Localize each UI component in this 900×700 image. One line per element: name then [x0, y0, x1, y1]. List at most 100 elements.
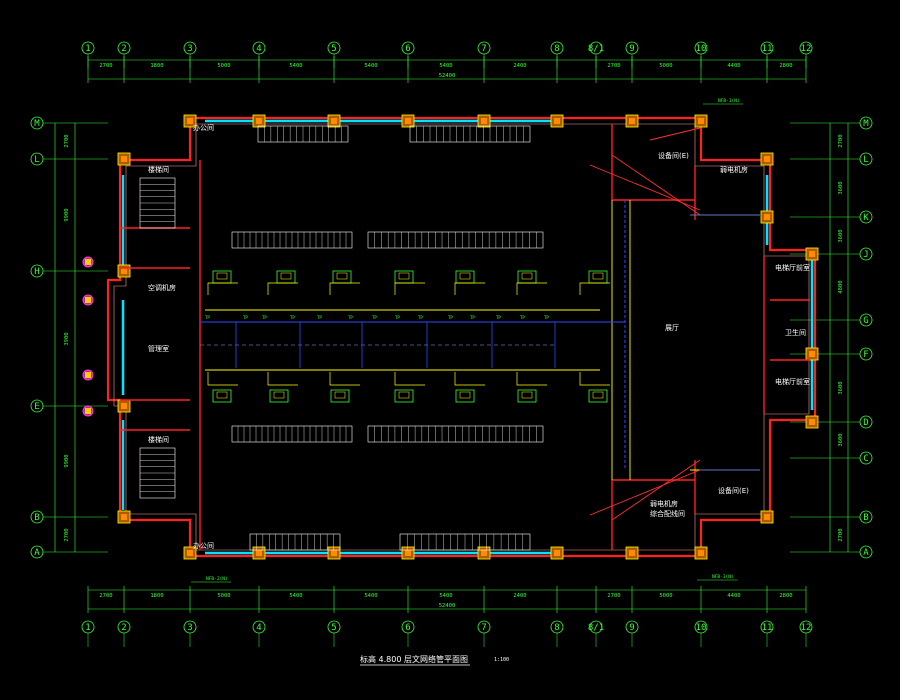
- column-axis-bubble: [550, 620, 564, 634]
- segment-dim-text: 5400: [439, 593, 452, 599]
- column-axis-bubble: [401, 41, 415, 55]
- desk-partition: [579, 282, 610, 295]
- column-axis-label: 5: [331, 623, 336, 633]
- segment-dim-text: 5000: [659, 63, 672, 69]
- desk-partition: [454, 372, 485, 386]
- room-label-room-e2: 卫生间: [785, 328, 806, 337]
- desk-partition: [394, 282, 425, 295]
- column-axis-bubble: [183, 620, 197, 634]
- room-label-room-n: 办公间: [193, 123, 214, 132]
- row-axis-label-right: F: [863, 350, 868, 360]
- structural-column-core: [764, 514, 770, 520]
- row-axis-label-right: L: [863, 155, 868, 165]
- segment-dim-text: 2700: [607, 593, 620, 599]
- segment-dim-text: 5400: [289, 63, 302, 69]
- connector-label: TP: [372, 315, 377, 320]
- workstation-bottom-monitor: [592, 391, 604, 399]
- connector-label: TP: [544, 315, 549, 320]
- right-dim-text: 3600: [838, 381, 844, 394]
- connector-label: TP: [262, 315, 267, 320]
- structural-column-core: [764, 214, 770, 220]
- structural-column-core: [121, 156, 127, 162]
- segment-dim-text: 1800: [150, 593, 163, 599]
- left-dim-text: 3900: [64, 332, 70, 345]
- row-axis-label-left: A: [34, 548, 40, 558]
- row-axis-bubble-right: [859, 247, 873, 261]
- workstation-bottom-monitor: [273, 391, 285, 399]
- structural-column-core: [809, 351, 815, 357]
- column-axis-label: 11: [762, 44, 773, 54]
- workstation-top-monitor: [280, 272, 292, 280]
- column-axis-label: 12: [801, 44, 812, 54]
- column-axis-label: 8: [554, 44, 559, 54]
- total-dim-text: 52400: [439, 603, 456, 609]
- column-axis-label: 8/1: [588, 44, 604, 54]
- desk-partition: [267, 372, 298, 386]
- row-axis-bubble-right: [859, 451, 873, 465]
- row-axis-bubble-left: [30, 264, 44, 278]
- column-axis-bubble: [550, 41, 564, 55]
- segment-dim-text: 1800: [150, 63, 163, 69]
- row-axis-label-left: E: [34, 402, 39, 412]
- row-axis-label-right: D: [863, 418, 868, 428]
- column-axis-bubble: [81, 620, 95, 634]
- structural-column-core: [121, 268, 127, 274]
- structural-column-core: [405, 550, 411, 556]
- column-axis-bubble: [799, 41, 813, 55]
- workstation-bottom-monitor: [398, 391, 410, 399]
- segment-dim-text: 5000: [217, 593, 230, 599]
- connector-label: TP: [243, 315, 248, 320]
- room-labels: 楼梯间楼梯间办公间设备间(E)弱电机房电梯厅前室卫生间电梯厅前室设备间(E)弱电…: [148, 123, 810, 550]
- desk-partition: [394, 372, 425, 386]
- right-dim-text: 4800: [838, 280, 844, 293]
- column-axis-bubble: [760, 41, 774, 55]
- reference-marker-core: [85, 297, 91, 303]
- column-axis-label: 12: [801, 623, 812, 633]
- structural-column-core: [331, 550, 337, 556]
- row-axis-label-right: M: [863, 119, 869, 129]
- desk-partition: [207, 282, 238, 295]
- row-axis-label-left: M: [34, 119, 40, 129]
- column-axis-label: 10: [696, 44, 707, 54]
- desk-partition: [454, 282, 485, 295]
- segment-dim-text: 2800: [779, 593, 792, 599]
- column-axis-bubble: [252, 41, 266, 55]
- structural-column-core: [554, 550, 560, 556]
- column-axis-label: 3: [187, 44, 192, 54]
- column-axis-label: 6: [405, 623, 410, 633]
- row-axis-bubble-left: [30, 399, 44, 413]
- workstation-bottom: [455, 389, 475, 403]
- column-axis-label: 9: [629, 44, 634, 54]
- segment-dim-text: 4400: [727, 63, 740, 69]
- row-axis-bubble-right: [859, 510, 873, 524]
- right-dim-text: 2700: [838, 528, 844, 541]
- room-label-room-e1: 电梯厅前室: [775, 263, 810, 272]
- connector-label: TP: [496, 315, 501, 320]
- row-axis-bubble-right: [859, 545, 873, 559]
- reference-marker-core: [85, 259, 91, 265]
- structural-column-core: [698, 550, 704, 556]
- riser-cable: [589, 469, 701, 516]
- row-axis-bubble-right: [859, 313, 873, 327]
- structural-column-core: [121, 514, 127, 520]
- structural-column-core: [809, 251, 815, 257]
- riser-cable: [611, 459, 701, 521]
- desk-partition: [207, 372, 238, 386]
- structural-column-core: [187, 118, 193, 124]
- column-axis-bubble: [799, 620, 813, 634]
- row-axis-label-right: C: [863, 454, 868, 464]
- column-axis-label: 4: [256, 623, 261, 633]
- column-axis-bubble: [625, 620, 639, 634]
- column-axis-label: 1: [85, 623, 90, 633]
- column-axis-bubble: [117, 620, 131, 634]
- column-axis-label: 9: [629, 623, 634, 633]
- room-label-room-ne2: 弱电机房: [720, 165, 748, 174]
- right-dim-text: 2700: [838, 134, 844, 147]
- left-dim-text: 9900: [64, 208, 70, 221]
- right-dim-text: 3600: [838, 229, 844, 242]
- column-axis-label: 11: [762, 623, 773, 633]
- connector-label: TP: [418, 315, 423, 320]
